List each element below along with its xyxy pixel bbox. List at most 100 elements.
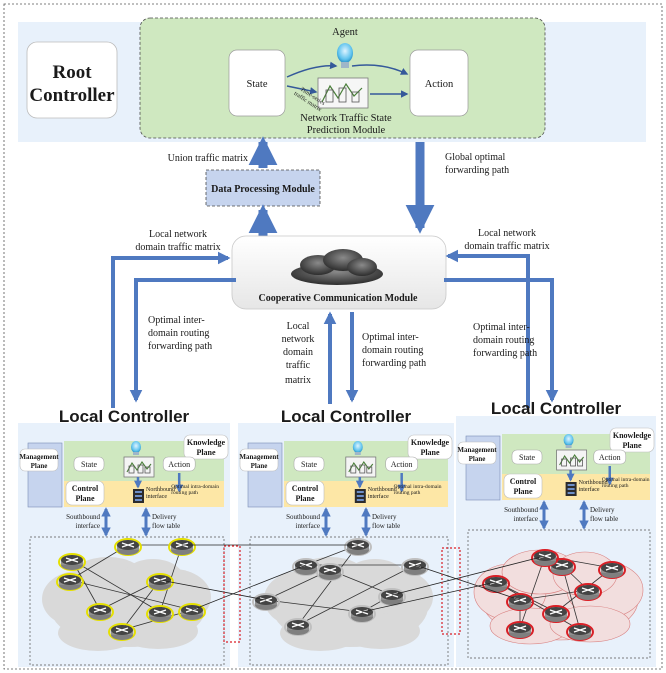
local-controller-right: Local ControllerManagementPlaneKnowledge…: [456, 399, 656, 667]
optimal-intra-line1: Optimal intra-domain: [171, 484, 219, 490]
southbound-line1: Southbound: [286, 513, 320, 521]
local-state-box: [293, 456, 325, 472]
northbound-line2: interface: [146, 493, 167, 500]
local-state-box: [511, 449, 543, 465]
neural-net-icon: [556, 449, 588, 471]
inter-domain-link: [361, 581, 497, 613]
network-domain-box: [467, 529, 651, 659]
router-icon: [108, 623, 136, 641]
router-icon: [146, 573, 174, 591]
local-action-box: [593, 449, 627, 465]
delivery-line1: Delivery: [590, 506, 615, 514]
left-matrix-line2: domain traffic matrix: [135, 242, 220, 253]
local-controller-title: Local Controller: [491, 399, 622, 418]
knowledge-line1: Knowledge: [411, 438, 450, 447]
management-line2: Plane: [469, 455, 486, 463]
control-line1: Control: [72, 484, 99, 493]
knowledge-label-box: [407, 434, 453, 460]
knowledge-label-box: [183, 434, 229, 460]
control-line2: Plane: [513, 487, 533, 496]
right-opt-line2: domain routing: [473, 335, 534, 346]
router-icon: [506, 593, 534, 611]
northbound-line2: interface: [368, 493, 389, 500]
knowledge-line2: Plane: [196, 448, 216, 457]
router-icon: [114, 538, 142, 556]
inter-domain-links: [159, 544, 546, 643]
router-icon: [58, 553, 86, 571]
knowledge-line1: Knowledge: [187, 438, 226, 447]
northbound-line1: Northbound: [146, 487, 175, 493]
southbound-line1: Southbound: [66, 513, 100, 521]
right-matrix-arrow: [445, 249, 530, 408]
management-label-box: [239, 448, 279, 472]
gateway-box-right: [441, 547, 461, 635]
right-opt-path-arrow: [444, 278, 559, 403]
right-opt-line1: Optimal inter-: [473, 322, 530, 333]
router-icon: [598, 561, 626, 579]
southbound-line2: interface: [514, 515, 538, 523]
knowledge-line2: Plane: [420, 448, 440, 457]
knowledge-line2: Plane: [622, 441, 642, 450]
northbound-line2: interface: [579, 486, 600, 493]
optimal-intra-line1: Optimal intra-domain: [602, 477, 650, 483]
left-opt-path-arrow: [129, 278, 236, 403]
gateway-box-left: [223, 545, 241, 643]
root-title-line1: Root: [52, 62, 92, 83]
agent-bulb-icon: [563, 434, 574, 448]
management-label-box: [457, 441, 497, 465]
inter-domain-link: [391, 555, 546, 596]
mid-matrix-line3: domain: [283, 347, 313, 358]
root-state-box: [228, 49, 286, 117]
local-action-label: Action: [391, 460, 413, 469]
root-action-box: [409, 49, 469, 117]
delivery-line1: Delivery: [152, 513, 177, 521]
cloud-icon: [291, 249, 383, 285]
local-state-label: State: [519, 453, 535, 462]
router-icon: [574, 583, 602, 601]
left-matrix-line1: Local network: [149, 229, 207, 240]
management-line2: Plane: [31, 462, 48, 470]
neural-net-icon: [123, 456, 155, 478]
global-path-line1: Global optimal: [445, 152, 505, 163]
router-icon: [378, 588, 406, 606]
server-icon: [354, 489, 366, 503]
mid-matrix-line2: network: [282, 334, 315, 345]
control-label-box: [65, 480, 105, 506]
delivery-line2: flow table: [590, 515, 618, 523]
northbound-line1: Northbound: [368, 487, 397, 493]
root-action-label: Action: [425, 79, 454, 90]
local-action-label: Action: [168, 460, 190, 469]
prediction-line1: Network Traffic State: [300, 113, 392, 124]
router-icon: [146, 605, 174, 623]
control-line1: Control: [292, 484, 319, 493]
router-icon: [178, 603, 206, 621]
agent-label: Agent: [332, 27, 358, 38]
router-icon: [168, 538, 196, 556]
local-state-label: State: [301, 460, 317, 469]
data-processing-module: [205, 169, 321, 207]
mid-matrix-line5: matrix: [285, 375, 311, 386]
control-label-box: [503, 473, 543, 499]
control-line1: Control: [510, 477, 537, 486]
router-icon: [506, 621, 534, 639]
local-state-label: State: [81, 460, 97, 469]
optimal-intra-line2: routing path: [394, 490, 421, 496]
router-icon: [542, 605, 570, 623]
control-line2: Plane: [75, 494, 95, 503]
root-title-line2: Controller: [29, 85, 115, 106]
local-action-box: [385, 456, 418, 472]
server-icon: [133, 489, 144, 503]
router-icon: [56, 573, 84, 591]
left-matrix-arrow: [111, 251, 231, 408]
router-icon: [292, 558, 320, 576]
management-line1: Management: [457, 446, 497, 454]
control-line2: Plane: [295, 494, 315, 503]
southbound-line2: interface: [296, 522, 320, 530]
local-controller-title: Local Controller: [281, 407, 412, 426]
right-matrix-line2: domain traffic matrix: [464, 241, 549, 252]
inter-domain-link: [414, 564, 521, 601]
network-domain-box: [249, 536, 449, 666]
router-icon: [252, 593, 280, 611]
root-state-label: State: [247, 79, 268, 90]
